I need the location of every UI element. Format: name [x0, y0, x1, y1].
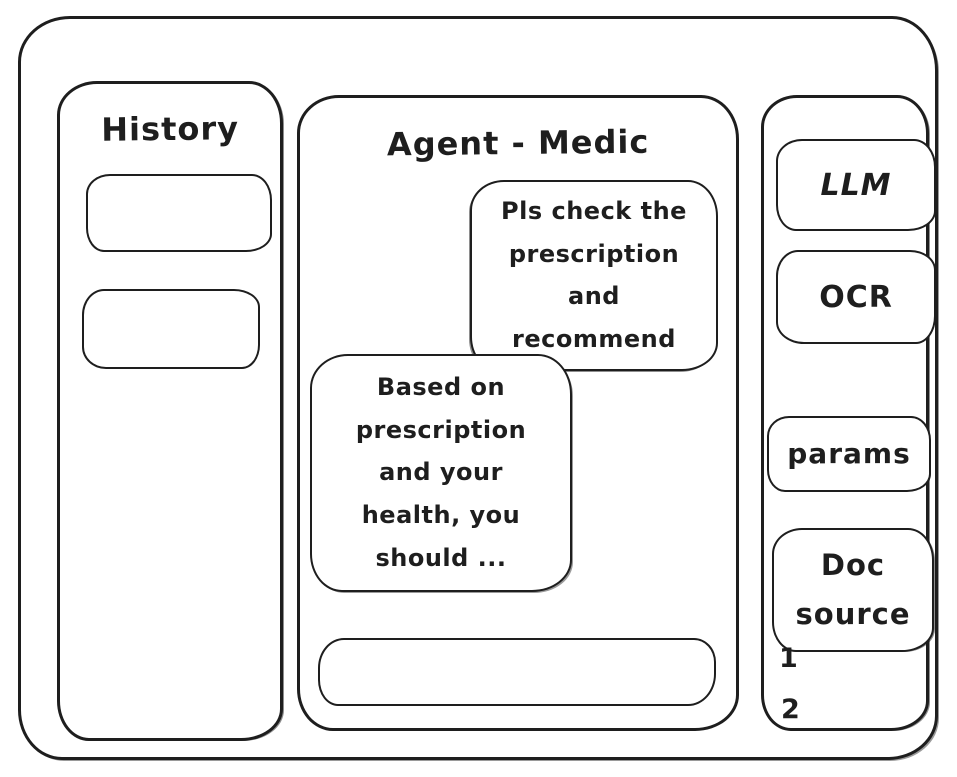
app-window: History Agent - Medic Pls check the pres… — [18, 16, 938, 760]
params-button[interactable]: params — [767, 416, 931, 492]
chat-message-user-text: Pls check the prescription and recommend — [501, 197, 687, 354]
doc-source-button[interactable]: Doc source — [772, 528, 934, 652]
llm-button[interactable]: LLM — [776, 139, 936, 231]
chat-input[interactable] — [318, 638, 716, 706]
chat-message-user: Pls check the prescription and recommend — [470, 180, 718, 371]
doc-source-item[interactable]: 1 — [779, 643, 798, 674]
history-title: History — [101, 109, 240, 149]
history-panel: History — [57, 81, 283, 741]
history-item[interactable] — [86, 174, 272, 252]
chat-panel: Agent - Medic Pls check the prescription… — [297, 95, 739, 731]
history-item[interactable] — [82, 289, 260, 369]
ocr-button[interactable]: OCR — [776, 250, 936, 344]
tools-panel: LLM OCR params Doc source 1 2 — [761, 95, 936, 731]
chat-message-assistant: Based on prescription and your health, y… — [310, 354, 572, 592]
doc-source-item[interactable]: 2 — [781, 694, 800, 725]
chat-message-assistant-text: Based on prescription and your health, y… — [355, 373, 527, 572]
chat-title: Agent - Medic — [386, 122, 650, 164]
